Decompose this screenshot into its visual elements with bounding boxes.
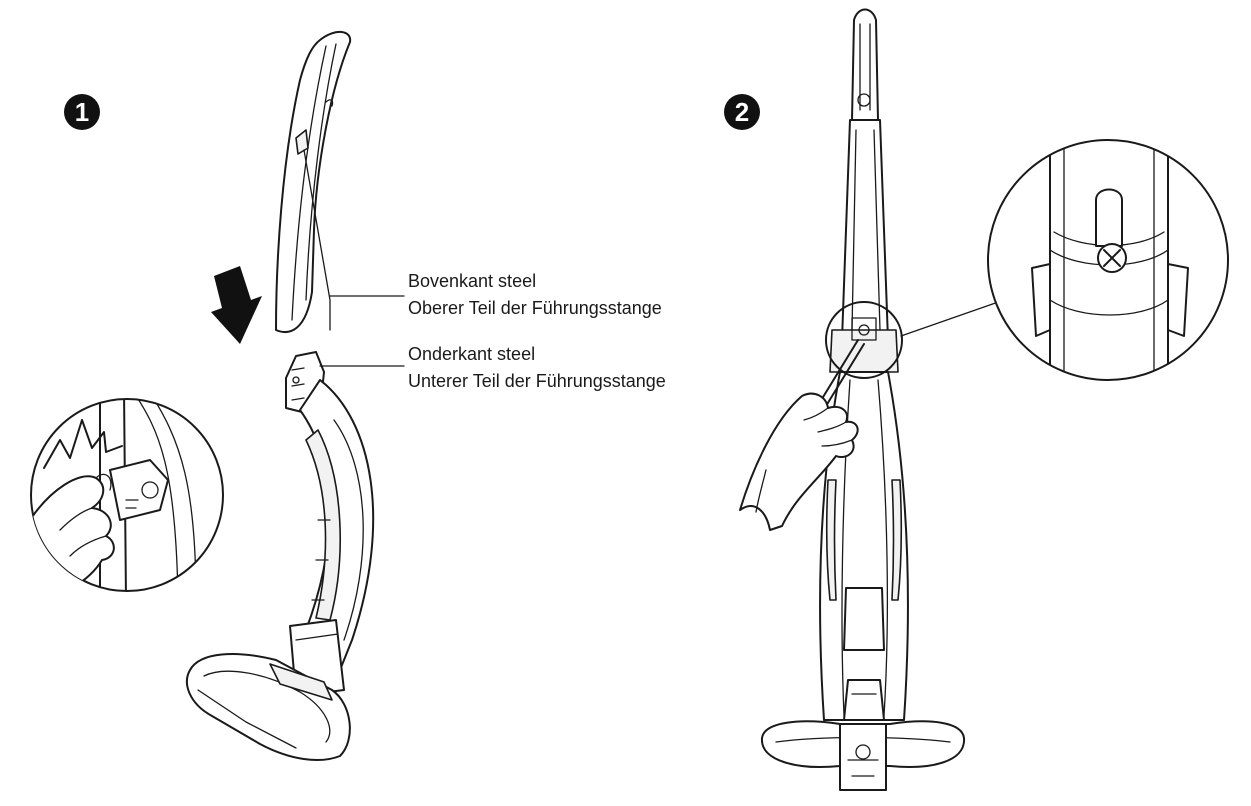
part-labels: Bovenkant steel Oberer Teil der Führungs… [408,271,666,391]
screw-highlight-circle [825,301,903,379]
assembled-vacuum [760,8,966,791]
step-1: 1 [30,31,666,761]
click-detail-inset [30,398,224,592]
zoom-connector [900,299,1005,337]
step-1-badge: 1 [64,94,100,130]
upper-part-label-nl: Bovenkant steel [408,271,536,291]
lower-part-label-nl: Onderkant steel [408,344,535,364]
step-2-number: 2 [735,97,749,127]
lower-body-part [185,351,375,761]
click-burst-icon [43,419,123,469]
upper-part-label-de: Oberer Teil der Führungsstange [408,298,662,318]
down-arrow-icon [211,266,262,344]
hand [739,392,859,531]
step-1-number: 1 [75,97,89,127]
phillips-screw-icon [1097,243,1127,273]
upper-handle-part [275,31,352,333]
step-2-badge: 2 [724,94,760,130]
step-2: 2 [724,8,1229,791]
screw-detail-inset [987,139,1229,381]
lower-part-label-de: Unterer Teil der Führungsstange [408,371,666,391]
